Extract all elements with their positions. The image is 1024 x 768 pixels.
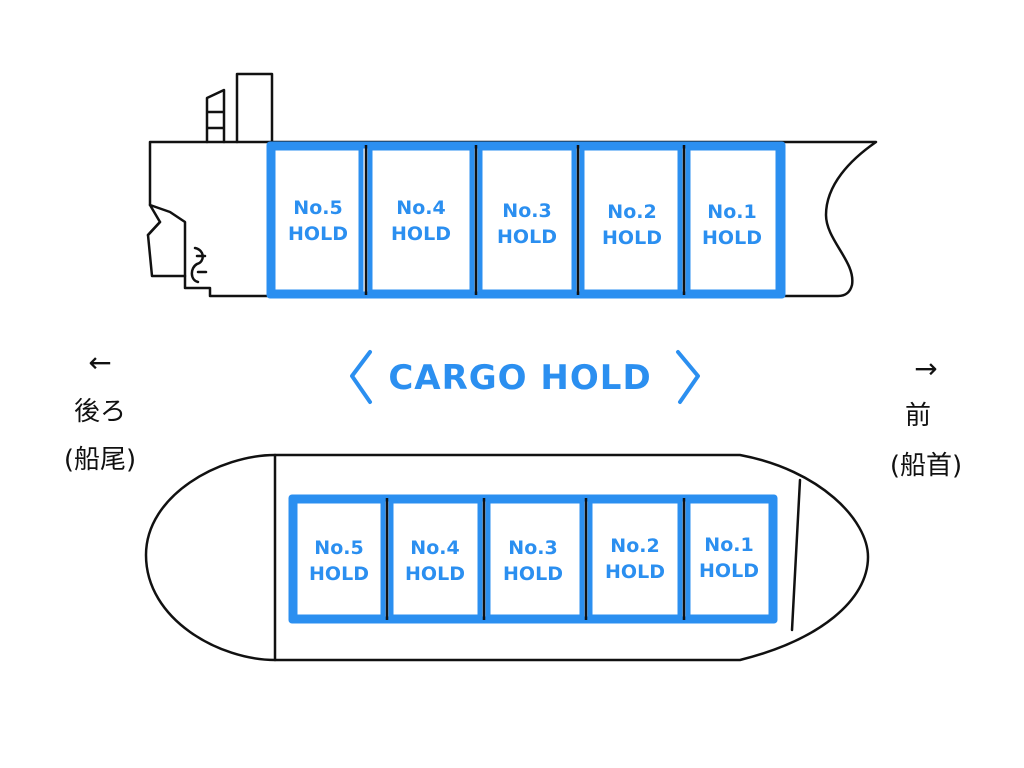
left-angle-bracket: [350, 350, 372, 404]
top-hold-5-number: No.5: [314, 537, 363, 559]
side-hold-5-box: [270, 145, 364, 295]
funnel: [235, 72, 274, 144]
side-hull-outline: [146, 140, 878, 298]
right-arrow-icon: →: [914, 352, 937, 385]
side-hold-1-word: HOLD: [702, 227, 762, 249]
fore-label: 前: [905, 401, 931, 431]
side-hold-1-number: No.1: [707, 201, 756, 223]
fore-sub-label: (船首): [890, 451, 962, 481]
aft-sub-label: (船尾): [64, 445, 136, 475]
top-hold-4-box: [388, 498, 483, 620]
top-hold-2-word: HOLD: [605, 561, 665, 583]
top-hold-2-box: [587, 498, 683, 620]
side-hold-5-word: HOLD: [288, 223, 348, 245]
side-hold-1-box: [685, 145, 781, 295]
top-hold-1-word: HOLD: [699, 560, 759, 582]
mast: [205, 88, 226, 144]
side-hold-4-number: No.4: [396, 197, 445, 219]
side-hold-5-number: No.5: [293, 197, 342, 219]
aft-direction: ← 後ろ (船尾): [64, 346, 136, 475]
side-hold-3-number: No.3: [502, 200, 551, 222]
ship-top-view: No.5 HOLD No.4 HOLD No.3 HOLD No.2 HOLD …: [144, 453, 870, 662]
top-hull-outline: [144, 453, 870, 662]
stern-detail: [146, 203, 187, 278]
side-hold-3-box: [477, 145, 577, 295]
ship-side-view: No.5 HOLD No.4 HOLD No.3 HOLD No.2 HOLD …: [146, 72, 878, 299]
top-hold-3-word: HOLD: [503, 563, 563, 585]
left-arrow-icon: ←: [88, 346, 111, 379]
bow-line: [790, 478, 802, 632]
top-holds-frame: [288, 494, 778, 624]
top-hold-4-word: HOLD: [405, 563, 465, 585]
diagram-title: CARGO HOLD: [388, 358, 651, 398]
side-holds-frame: [266, 141, 786, 299]
top-hold-2-number: No.2: [610, 535, 659, 557]
aft-label: 後ろ: [74, 397, 126, 427]
top-hold-5-box: [292, 498, 386, 620]
top-hold-5-word: HOLD: [309, 563, 369, 585]
top-hold-3-number: No.3: [508, 537, 557, 559]
title-group: CARGO HOLD: [350, 350, 700, 404]
side-hold-4-word: HOLD: [391, 223, 451, 245]
top-hold-1-number: No.1: [704, 534, 753, 556]
top-hold-3-box: [485, 498, 585, 620]
side-hold-4-box: [367, 145, 475, 295]
side-hold-2-box: [579, 145, 683, 295]
propeller: [190, 246, 208, 284]
side-hold-2-number: No.2: [607, 201, 656, 223]
side-hold-3-word: HOLD: [497, 226, 557, 248]
fore-direction: → 前 (船首): [890, 352, 962, 481]
side-hold-2-word: HOLD: [602, 227, 662, 249]
right-angle-bracket: [676, 350, 700, 404]
top-hold-4-number: No.4: [410, 537, 459, 559]
top-hold-1-box: [685, 498, 774, 620]
